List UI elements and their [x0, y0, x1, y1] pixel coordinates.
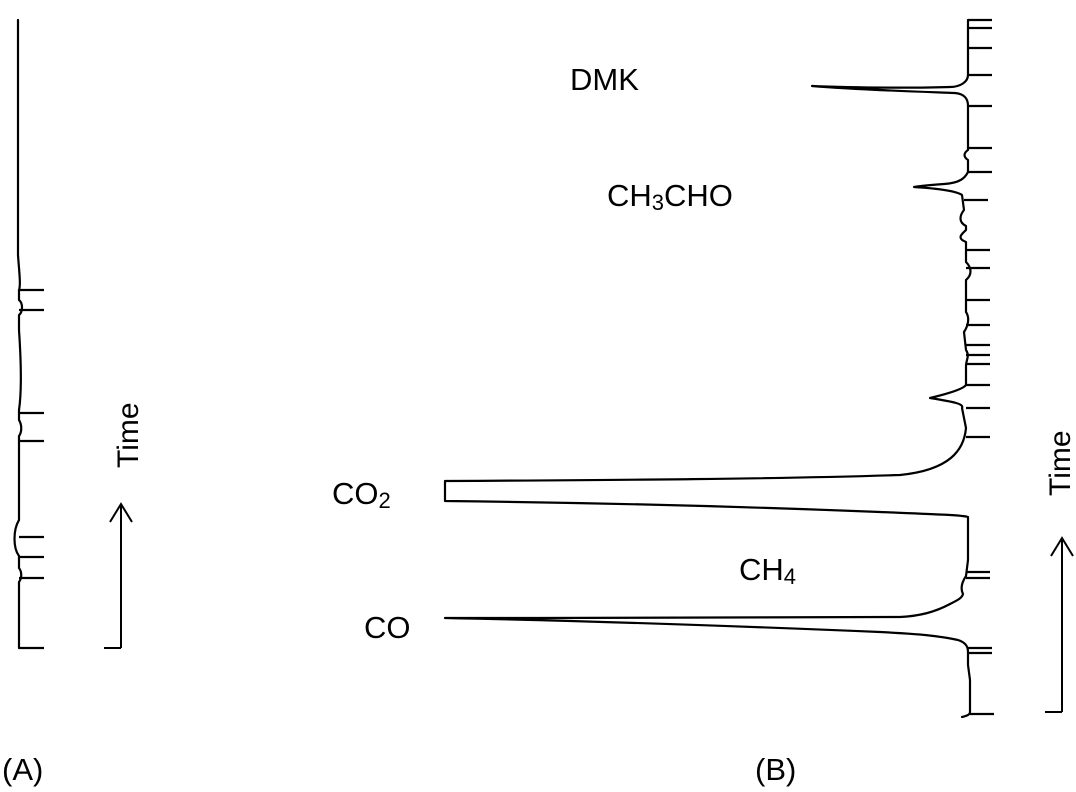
panel-a: Time (A): [2, 18, 145, 787]
panel-b-label: (B): [755, 752, 796, 787]
panel-b-lower-trace: [443, 602, 972, 719]
panel-b-ticks: [964, 18, 994, 716]
peak-label-co2: CO2: [332, 476, 391, 513]
panel-b-time-label: Time: [1044, 430, 1076, 496]
panel-a-time-arrow: [104, 502, 133, 649]
panel-b-upper-trace: [443, 18, 972, 606]
peak-label-ch3cho: CH3CHO: [607, 178, 733, 215]
panel-b: Time DMK CH3CHO CO2 CH4 CO (B): [332, 18, 1076, 787]
peak-label-co: CO: [364, 610, 411, 645]
peak-label-ch4: CH4: [739, 552, 796, 589]
panel-a-time-label: Time: [112, 402, 145, 468]
peak-label-dmk: DMK: [570, 62, 639, 97]
panel-a-trace: [13, 18, 24, 650]
panel-a-ticks: [19, 288, 44, 650]
panel-a-label: (A): [2, 752, 43, 787]
panel-b-time-arrow: [1045, 536, 1074, 713]
